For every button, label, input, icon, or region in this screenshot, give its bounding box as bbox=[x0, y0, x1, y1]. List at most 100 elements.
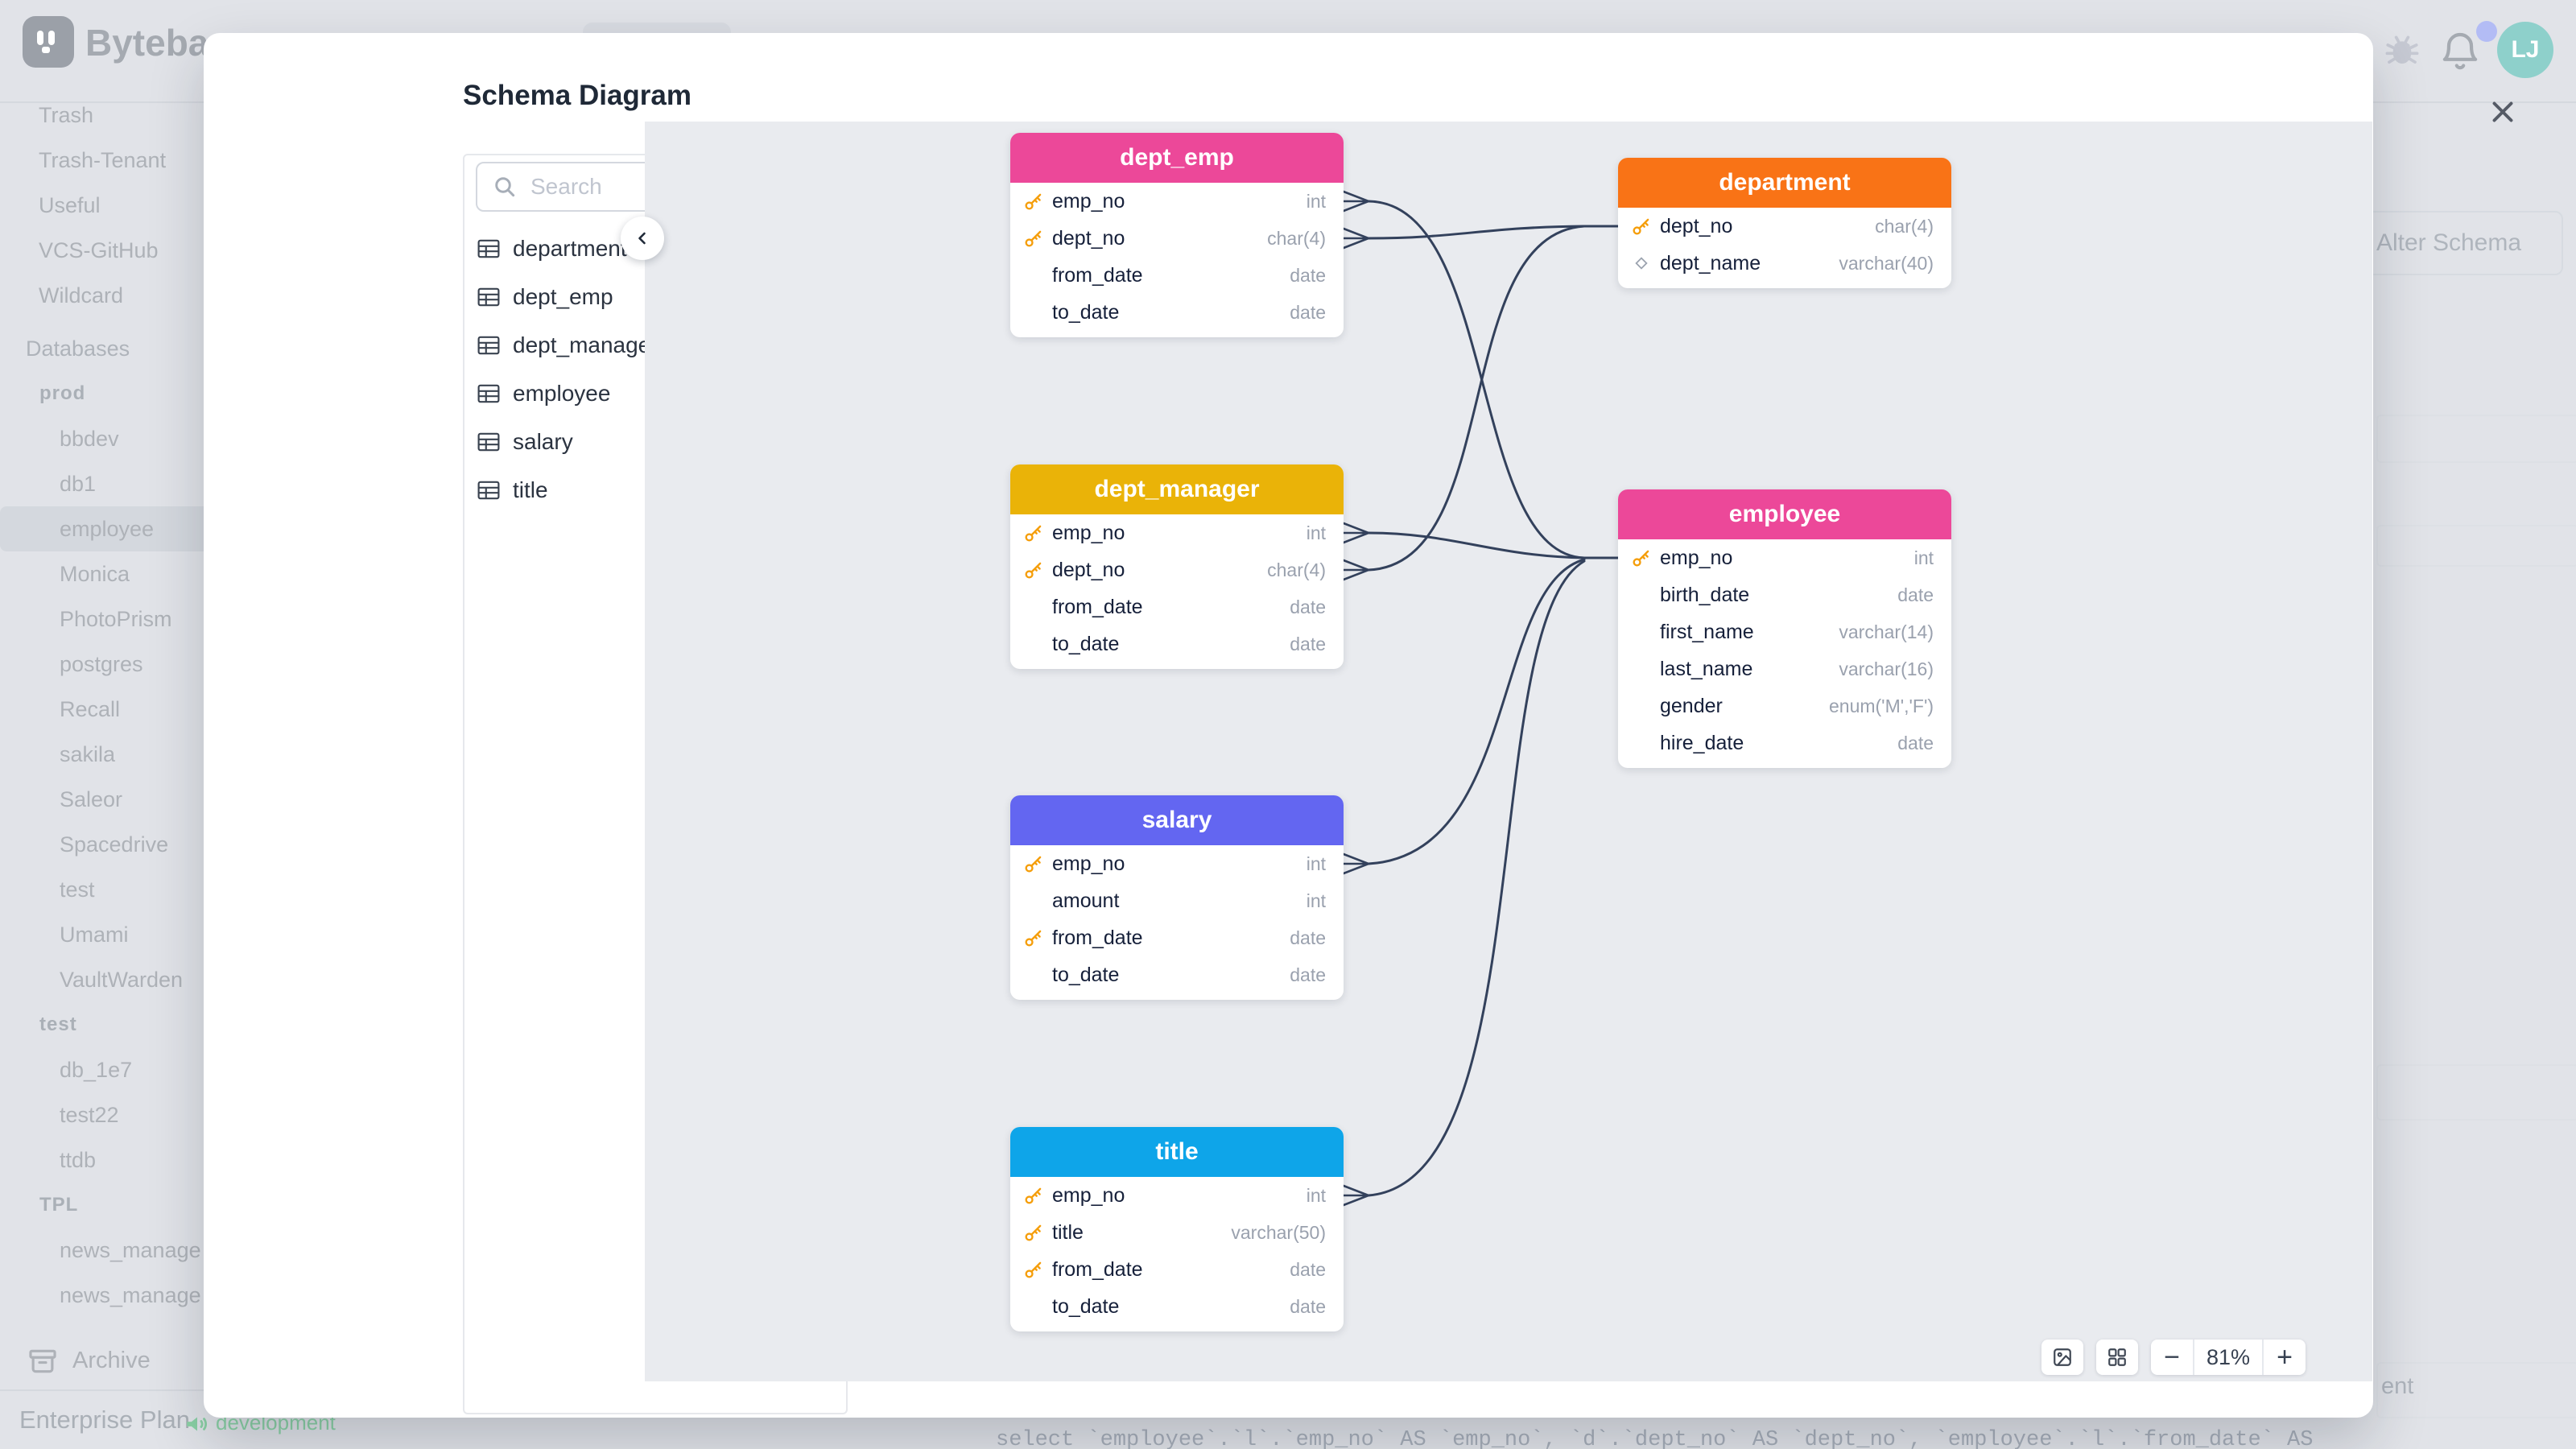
field-type: date bbox=[1897, 584, 1934, 605]
diagram-table-title[interactable]: title emp_no int title varchar(50) fr bbox=[1010, 1127, 1344, 1331]
table-list-item-dept-manager[interactable]: dept_manager bbox=[464, 321, 846, 369]
table-grid-icon bbox=[477, 481, 500, 500]
zoom-out-button[interactable]: − bbox=[2151, 1340, 2193, 1375]
field-type: date bbox=[1290, 633, 1326, 654]
table-fields: emp_no int dept_no char(4) from_date dat… bbox=[1010, 514, 1344, 669]
no-icon bbox=[1629, 731, 1653, 755]
field-name: dept_no bbox=[1052, 558, 1125, 581]
primary-key-icon bbox=[1022, 926, 1046, 950]
close-icon[interactable] bbox=[2482, 91, 2524, 133]
table-header: salary bbox=[1010, 795, 1344, 845]
zoom-in-button[interactable]: + bbox=[2264, 1340, 2306, 1375]
no-icon bbox=[1629, 657, 1653, 681]
table-grid-icon bbox=[477, 432, 500, 452]
field-type: char(4) bbox=[1267, 227, 1326, 249]
zoom-control: − 81% + bbox=[2151, 1340, 2306, 1375]
diagram-table-dept-emp[interactable]: dept_emp emp_no int dept_no char(4) f bbox=[1010, 133, 1344, 337]
table-header: employee bbox=[1618, 489, 1951, 539]
table-list-item-dept-emp[interactable]: dept_emp bbox=[464, 273, 846, 321]
field-row: emp_no int bbox=[1010, 183, 1344, 220]
field-type: int bbox=[1913, 547, 1934, 568]
field-type: char(4) bbox=[1267, 559, 1326, 580]
field-type: int bbox=[1306, 852, 1326, 874]
schema-diagram-modal: Schema Diagram department bbox=[204, 33, 2513, 1418]
chevron-left-icon bbox=[638, 232, 646, 245]
field-type: int bbox=[1306, 190, 1326, 212]
field-name: to_date bbox=[1052, 1294, 1120, 1318]
field-type: int bbox=[1306, 522, 1326, 543]
field-type: varchar(16) bbox=[1839, 658, 1934, 679]
table-fields: emp_no int title varchar(50) from_date d… bbox=[1010, 1177, 1344, 1331]
field-row: to_date date bbox=[1010, 625, 1344, 663]
field-name: last_name bbox=[1660, 657, 1753, 680]
diagram-table-employee[interactable]: employee emp_no int birth_date date f bbox=[1618, 489, 1951, 768]
divider bbox=[2193, 1340, 2194, 1375]
primary-key-icon bbox=[1022, 558, 1046, 582]
modal-title: Schema Diagram bbox=[463, 80, 692, 111]
field-name: dept_no bbox=[1052, 226, 1125, 250]
diagram-table-department[interactable]: department dept_no char(4) dept_name var… bbox=[1618, 158, 1951, 288]
index-diamond-icon bbox=[1629, 251, 1653, 275]
table-list-item-salary[interactable]: salary bbox=[464, 418, 846, 466]
collapse-panel-button[interactable] bbox=[621, 217, 664, 260]
divider bbox=[2262, 1340, 2264, 1375]
field-name: amount bbox=[1052, 889, 1120, 912]
field-type: date bbox=[1290, 1295, 1326, 1317]
primary-key-icon bbox=[1022, 852, 1046, 876]
field-name: from_date bbox=[1052, 926, 1143, 949]
field-row: hire_date date bbox=[1618, 724, 1951, 762]
diagram-table-salary[interactable]: salary emp_no int amount int from_dat bbox=[1010, 795, 1344, 1000]
primary-key-icon bbox=[1022, 189, 1046, 213]
field-row: dept_no char(4) bbox=[1010, 551, 1344, 588]
field-type: int bbox=[1306, 1184, 1326, 1206]
field-name: dept_no bbox=[1660, 214, 1733, 237]
field-type: varchar(14) bbox=[1839, 621, 1934, 642]
image-icon bbox=[2054, 1348, 2071, 1366]
table-header: title bbox=[1010, 1127, 1344, 1177]
field-type: date bbox=[1290, 264, 1326, 286]
field-row: to_date date bbox=[1010, 956, 1344, 993]
table-grid-icon bbox=[477, 384, 500, 403]
field-row: dept_name varchar(40) bbox=[1618, 245, 1951, 282]
field-name: first_name bbox=[1660, 620, 1754, 643]
table-grid-icon bbox=[477, 287, 500, 307]
field-type: varchar(50) bbox=[1231, 1221, 1326, 1243]
no-icon bbox=[1022, 889, 1046, 913]
primary-key-icon bbox=[1629, 546, 1653, 570]
table-list: department dept_emp dept_manager employe… bbox=[464, 225, 846, 514]
field-row: amount int bbox=[1010, 882, 1344, 919]
field-row: first_name varchar(14) bbox=[1618, 613, 1951, 650]
no-icon bbox=[1629, 583, 1653, 607]
field-row: from_date date bbox=[1010, 588, 1344, 625]
primary-key-icon bbox=[1629, 214, 1653, 238]
field-type: date bbox=[1290, 1258, 1326, 1280]
field-row: dept_no char(4) bbox=[1010, 220, 1344, 257]
table-list-item-employee[interactable]: employee bbox=[464, 369, 846, 418]
field-row: birth_date date bbox=[1618, 576, 1951, 613]
field-row: from_date date bbox=[1010, 919, 1344, 956]
export-image-button[interactable] bbox=[2041, 1340, 2083, 1375]
no-icon bbox=[1022, 963, 1046, 987]
field-type: char(4) bbox=[1875, 215, 1934, 237]
plus-icon: + bbox=[2277, 1342, 2293, 1373]
table-list-label: dept_manager bbox=[513, 332, 658, 357]
field-type: enum('M','F') bbox=[1828, 695, 1934, 716]
diagram-canvas[interactable]: dept_emp emp_no int dept_no char(4) f bbox=[645, 122, 2372, 1381]
table-fields: emp_no int amount int from_date date bbox=[1010, 845, 1344, 1000]
field-name: hire_date bbox=[1660, 731, 1744, 754]
table-list-item-department[interactable]: department bbox=[464, 225, 846, 273]
field-row: emp_no int bbox=[1010, 1177, 1344, 1214]
field-type: date bbox=[1290, 927, 1326, 948]
field-name: to_date bbox=[1052, 963, 1120, 986]
field-type: int bbox=[1306, 890, 1326, 911]
table-header: dept_manager bbox=[1010, 464, 1344, 514]
table-grid-icon bbox=[477, 239, 500, 258]
table-list-item-title[interactable]: title bbox=[464, 466, 846, 514]
no-icon bbox=[1022, 1294, 1046, 1319]
diagram-table-dept-manager[interactable]: dept_manager emp_no int dept_no char(4) bbox=[1010, 464, 1344, 669]
auto-layout-button[interactable] bbox=[2096, 1340, 2138, 1375]
field-name: from_date bbox=[1052, 263, 1143, 287]
field-name: title bbox=[1052, 1220, 1084, 1244]
table-fields: dept_no char(4) dept_name varchar(40) bbox=[1618, 208, 1951, 288]
